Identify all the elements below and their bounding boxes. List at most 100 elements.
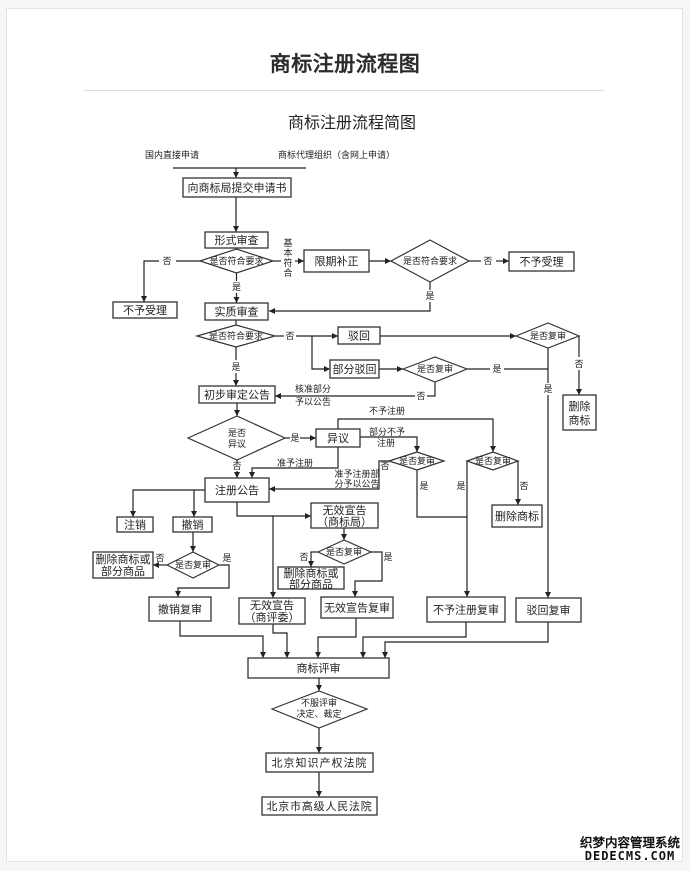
node-label: （商标局） [317, 515, 372, 529]
node-delete-partial-1: 删除商标或 部分商品 [92, 551, 154, 579]
node-label: 不予受理 [123, 304, 167, 317]
decision-shape [198, 248, 275, 274]
decision-shape [316, 539, 373, 565]
edge-label-yes: 是 [222, 553, 231, 564]
node-registration-announcement: 注册公告 [204, 477, 270, 503]
edge-label-yes: 是 [232, 282, 241, 293]
decision-shape [270, 690, 369, 729]
edge-label-basically-compliant: 符 [283, 257, 292, 269]
decision-label: 不服评审 [301, 697, 337, 709]
node-label: 驳回 [348, 330, 370, 343]
node-box [204, 302, 269, 321]
node-box [198, 385, 276, 404]
node-box [315, 428, 361, 448]
node-box [329, 359, 380, 379]
connector [236, 502, 311, 519]
edge-label-yes: 是 [383, 552, 392, 563]
decision-shape [186, 415, 287, 461]
connector [130, 489, 205, 517]
node-formal-exam: 形式审查 [204, 231, 269, 249]
node-partial-rejection: 部分驳回 [329, 359, 380, 379]
node-label: 部分商品 [289, 577, 333, 591]
decision-label: 是否复审 [530, 330, 566, 342]
decision-label: 决定、裁定 [296, 708, 341, 720]
edge-label-no: 否 [232, 461, 241, 472]
node-box [277, 566, 345, 590]
node-label: 删除商标或 [96, 552, 151, 566]
node-ip-court: 北京知识产权法院 [265, 752, 374, 773]
node-box [247, 657, 390, 679]
decision-dissatisfied-check: 不服评审 决定、裁定 [270, 690, 369, 729]
decision-label: 是否复审 [399, 455, 435, 467]
edge-label-yes: 是 [456, 481, 465, 492]
connector [416, 470, 467, 518]
decision-opposition-check: 是否 异议 [186, 415, 287, 461]
source-direct-label: 国内直接申请 [145, 149, 199, 161]
decision-label: 是否符合要求 [403, 255, 457, 267]
connector [382, 622, 549, 658]
connector [311, 336, 330, 372]
edge-label-no: 否 [483, 256, 492, 267]
node-label: 注销 [124, 518, 146, 532]
source-agency-label: 商标代理组织（含网上申请） [278, 149, 395, 161]
node-label: 无效宣告 [250, 598, 294, 612]
edge-label-no: 否 [380, 461, 389, 472]
edge-label-approved-partial-announce: 核准部分 [295, 383, 331, 395]
connector [427, 382, 436, 397]
node-delete-partial-2: 删除商标或 部分商品 [277, 566, 345, 591]
edge-label-yes: 是 [492, 364, 501, 375]
node-label: 初步审定公告 [204, 388, 270, 402]
node-rejection-review: 驳回复审 [515, 597, 582, 623]
decision-label: 是否符合要求 [209, 330, 263, 342]
node-label: 限期补正 [315, 255, 359, 268]
edge-label-yes: 是 [425, 291, 434, 302]
edge-label-yes: 是 [231, 362, 240, 373]
node-label: （商评委） [245, 610, 300, 624]
diagram-title: 商标注册流程简图 [288, 113, 416, 132]
edge-label-basically-compliant: 本 [283, 247, 292, 259]
node-box [303, 249, 370, 273]
edge-label-approved-registration: 准予注册 [277, 457, 313, 469]
watermark: 织梦内容管理系统 DEDECMS.COM [579, 834, 682, 865]
node-box [491, 504, 543, 528]
edge-label-no: 否 [285, 331, 294, 342]
node-box [112, 301, 178, 319]
decision-label: 是否复审 [326, 546, 362, 558]
node-trademark-review: 商标评审 [247, 657, 390, 679]
connector [315, 618, 357, 658]
edge-label-basically-compliant: 合 [283, 267, 292, 279]
edge-label-partially-not-registered: 注册 [377, 437, 395, 449]
decision-label: 是否符合要求 [209, 255, 263, 267]
connector [360, 436, 420, 452]
connector [337, 418, 496, 452]
decision-rejection-review-check: 是否复审 [514, 322, 581, 349]
decision-correction-check: 是否符合要求 [389, 239, 471, 283]
node-invalidation-tmo: 无效宣告 （商标局） [310, 502, 379, 529]
node-label: 删除商标或 [284, 566, 339, 580]
edge-label-yes: 是 [290, 433, 299, 444]
watermark-accent-marks [594, 849, 624, 855]
connector [272, 624, 290, 658]
node-invalidation-trab: 无效宣告 （商评委） [238, 597, 306, 625]
node-label: 向商标局提交申请书 [188, 181, 287, 195]
node-label: 不予受理 [520, 256, 564, 269]
node-box [261, 796, 378, 816]
node-cancellation: 注销 [116, 516, 154, 533]
node-reject-acceptance-1: 不予受理 [112, 301, 178, 319]
node-label: 删除 [569, 399, 591, 413]
node-label: 形式审查 [215, 233, 259, 247]
node-label: 无效宣告复审 [324, 601, 390, 615]
decision-shape [165, 551, 221, 579]
node-box [204, 477, 270, 503]
node-invalidation-review: 无效宣告复审 [320, 596, 394, 619]
watermark-text-en: DEDECMS.COM [585, 849, 675, 863]
connector [141, 260, 159, 302]
page-title: 商标注册流程图 [269, 52, 421, 76]
decision-shape [389, 239, 471, 283]
node-label: 不予注册复审 [433, 603, 499, 617]
node-label: 实质审查 [215, 305, 259, 319]
connector [360, 622, 467, 658]
node-label: 部分驳回 [333, 362, 377, 376]
node-box [515, 597, 582, 623]
